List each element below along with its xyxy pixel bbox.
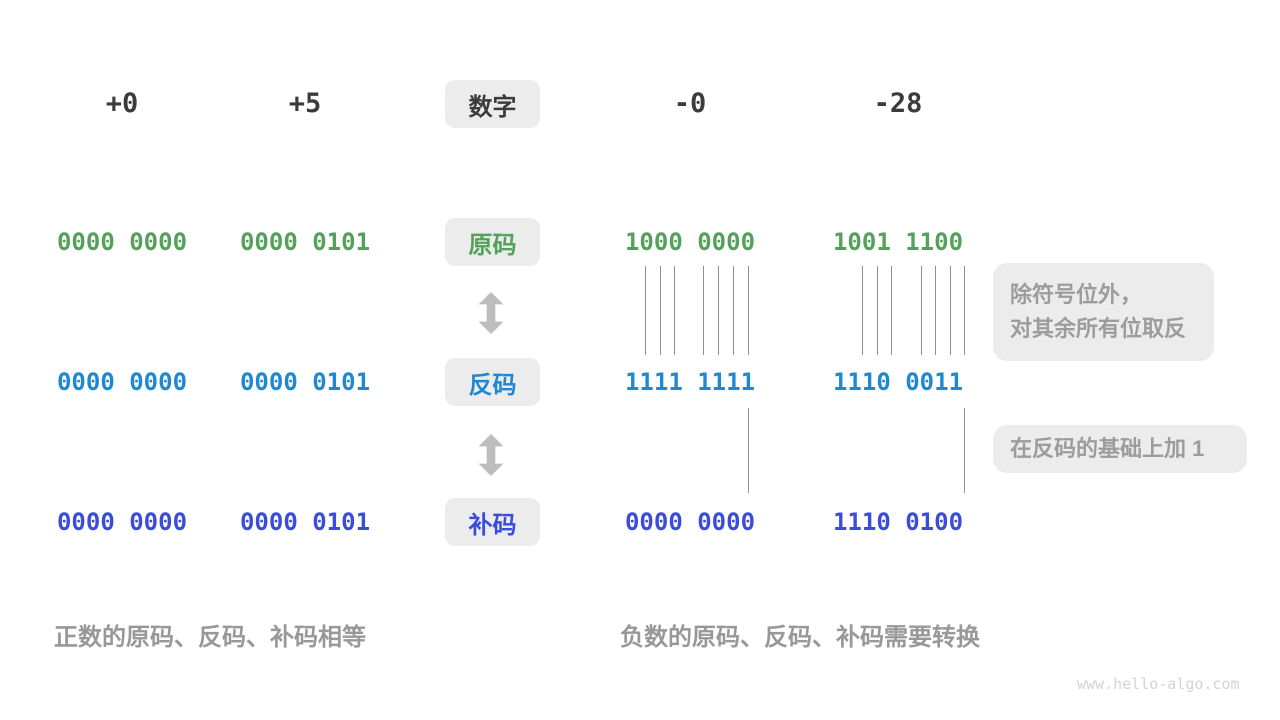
- column-header: -28: [873, 88, 923, 119]
- binary-value: 0000 0101: [239, 508, 371, 536]
- bit-mapping-line: [964, 408, 965, 493]
- bit-mapping-line: [891, 266, 892, 355]
- up-down-arrow-icon: [478, 434, 504, 476]
- ones-complement-chip: 反码: [445, 358, 540, 406]
- binary-value: 1110 0100: [832, 508, 964, 536]
- bit-mapping-line: [748, 408, 749, 493]
- bit-mapping-line: [703, 266, 704, 355]
- binary-value: 0000 0000: [56, 508, 188, 536]
- bit-mapping-line: [748, 266, 749, 355]
- invert-bits-note-line2: 对其余所有位取反: [1010, 316, 1187, 341]
- bit-mapping-line: [921, 266, 922, 355]
- bit-mapping-line: [964, 266, 965, 355]
- header-label-chip: 数字: [445, 80, 540, 128]
- sign-magnitude-chip: 原码: [445, 218, 540, 266]
- column-header: +5: [288, 88, 322, 119]
- bit-mapping-line: [645, 266, 646, 355]
- binary-value: 1110 0011: [832, 368, 964, 396]
- binary-value: 1111 1111: [624, 368, 756, 396]
- bit-mapping-line: [862, 266, 863, 355]
- up-down-arrow-icon: [478, 292, 504, 334]
- positive-numbers-caption: 正数的原码、反码、补码相等: [54, 624, 366, 651]
- bit-mapping-line: [718, 266, 719, 355]
- column-header: -0: [673, 88, 707, 119]
- bit-mapping-line: [733, 266, 734, 355]
- twos-complement-chip: 补码: [445, 498, 540, 546]
- add-one-note: 在反码的基础上加 1: [993, 425, 1247, 473]
- bit-mapping-line: [660, 266, 661, 355]
- binary-value: 0000 0000: [56, 228, 188, 256]
- negative-numbers-caption: 负数的原码、反码、补码需要转换: [620, 624, 980, 651]
- binary-value: 0000 0000: [56, 368, 188, 396]
- invert-bits-note-line1: 除符号位外，: [1010, 282, 1143, 307]
- bit-mapping-line: [877, 266, 878, 355]
- binary-value: 1001 1100: [832, 228, 964, 256]
- add-one-note-text: 在反码的基础上加 1: [1010, 436, 1205, 461]
- invert-bits-note: 除符号位外， 对其余所有位取反: [993, 263, 1214, 361]
- bit-mapping-line: [935, 266, 936, 355]
- binary-value: 0000 0000: [624, 508, 756, 536]
- binary-value: 0000 0101: [239, 228, 371, 256]
- watermark: www.hello-algo.com: [1077, 675, 1240, 693]
- bit-mapping-line: [674, 266, 675, 355]
- binary-value: 0000 0101: [239, 368, 371, 396]
- binary-value: 1000 0000: [624, 228, 756, 256]
- bit-mapping-line: [950, 266, 951, 355]
- column-header: +0: [105, 88, 139, 119]
